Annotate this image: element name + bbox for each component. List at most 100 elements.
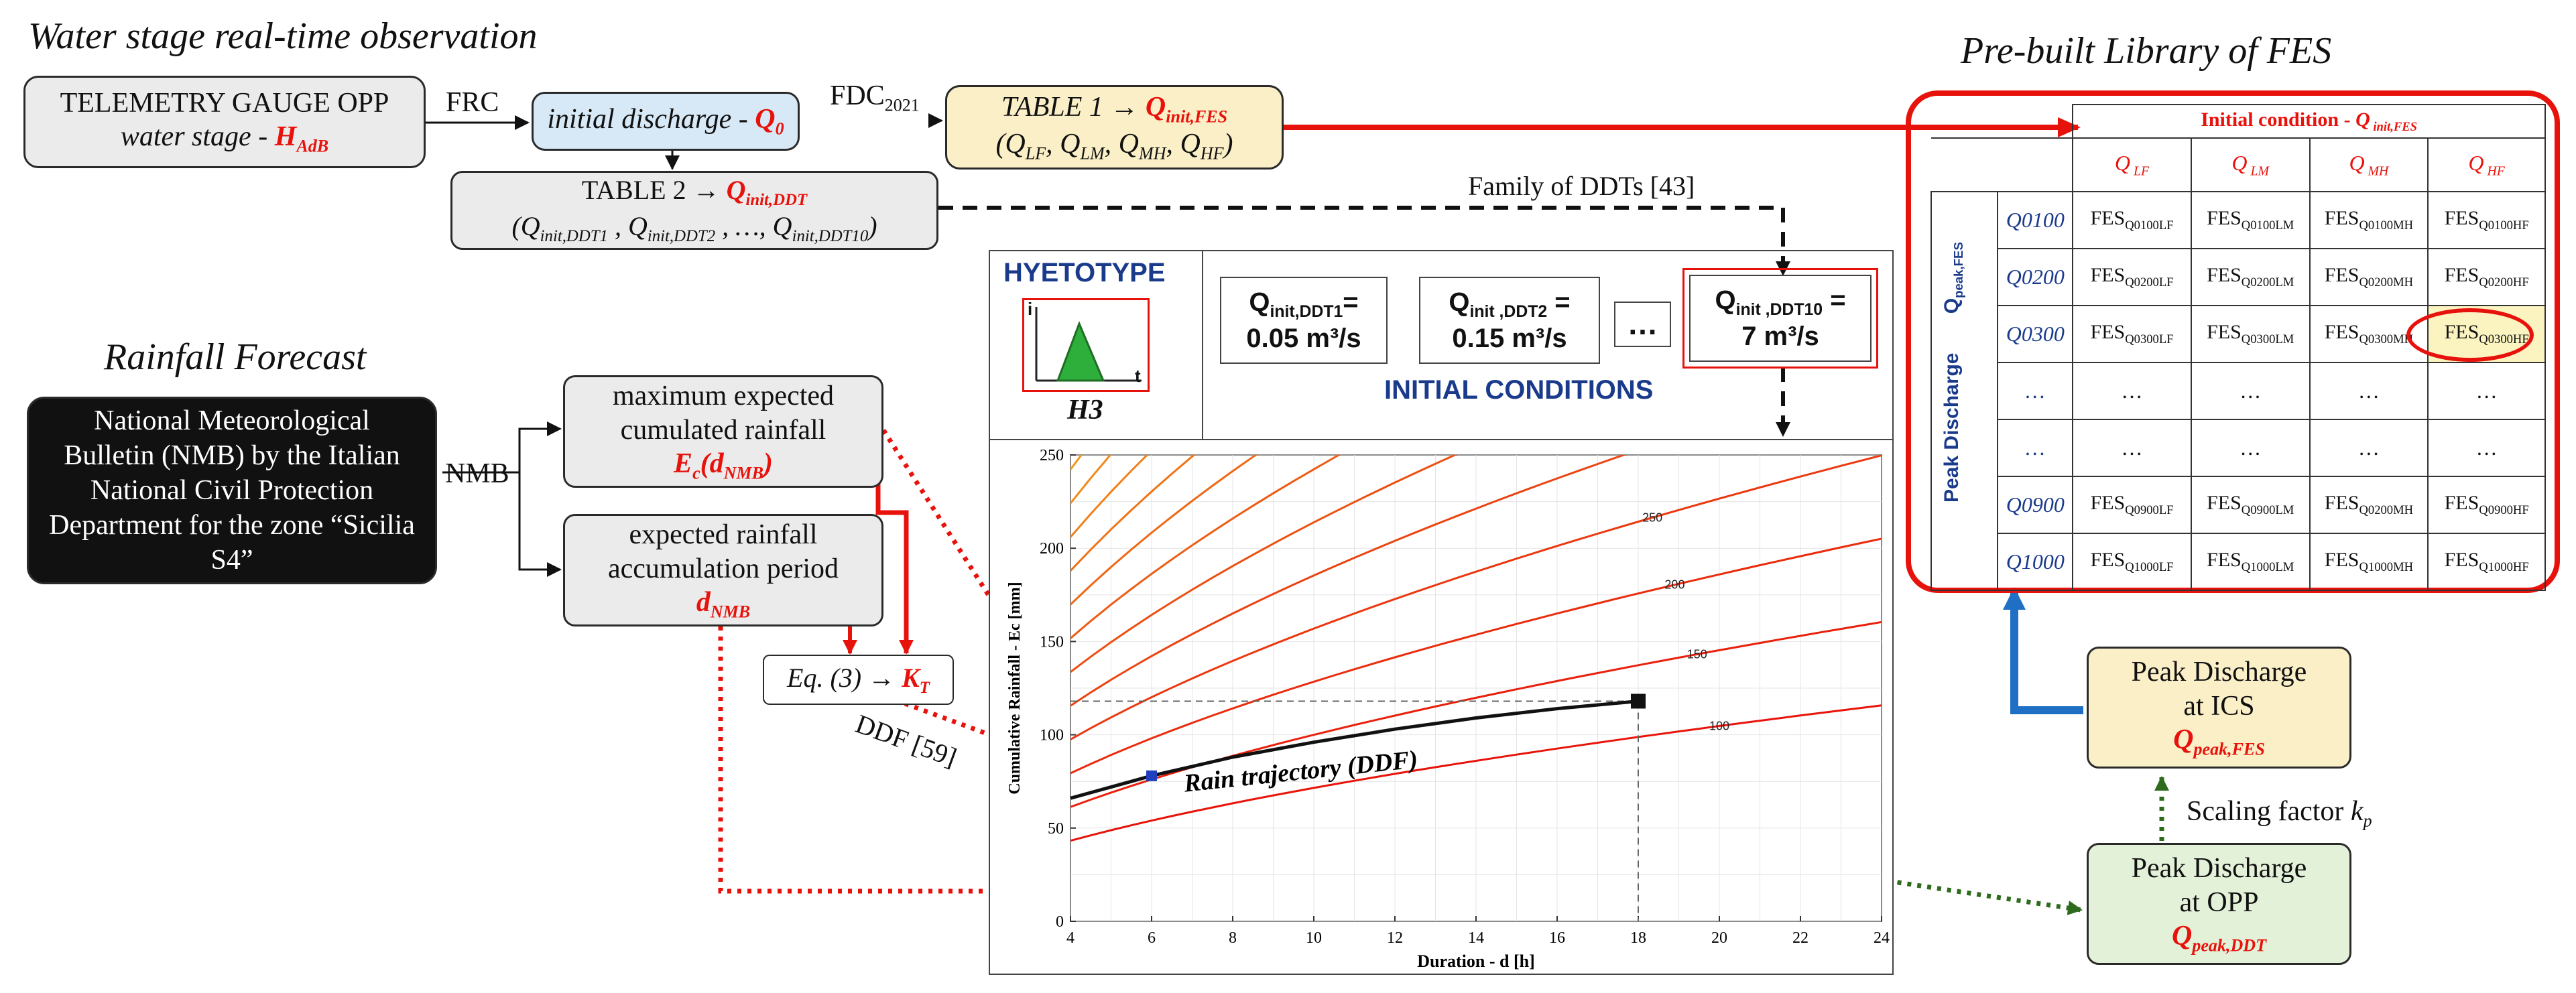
fes-cell-sub: Q1000LF: [2125, 560, 2174, 574]
fes-cell: FESQ1000MH: [2309, 533, 2429, 591]
fes-cell-prefix: FES: [2090, 264, 2126, 286]
fes-cell: FESQ0100MH: [2309, 191, 2429, 249]
fes-col-hf: Q HF: [2427, 137, 2546, 192]
contour-line: [1070, 455, 1258, 606]
fes-row-label: …: [1997, 419, 2074, 477]
hyetotype-name: H3: [1067, 395, 1103, 425]
dotted-rain-to-chart: [881, 429, 1051, 691]
fes-row-label: Q0200: [1997, 248, 2074, 306]
eq3-sub: T: [919, 679, 930, 697]
fes-row-label: Q0100: [1997, 191, 2074, 249]
fes-side-text: Peak Discharge: [1941, 347, 1963, 503]
fes-row: ……………: [1931, 419, 2546, 477]
fes-cell-prefix: FES: [2324, 549, 2359, 571]
fes-header-sub: init,FES: [2370, 119, 2418, 134]
start-point-marker: [1146, 770, 1157, 781]
ddt1-value: 0.05 m³/s: [1246, 323, 1361, 353]
x-tick-label: 24: [1874, 929, 1890, 947]
y-axis-label: Cumulative Rainfall - Ec [mm]: [1006, 582, 1024, 794]
fes-header-var: Q: [2355, 108, 2370, 131]
table2-line2: (Qinit,DDT1 , Qinit,DDT2 , …, Qinit,DDT1…: [511, 211, 877, 245]
fes-cell-prefix: FES: [2444, 207, 2479, 229]
fes-cell-ellipsis: …: [2309, 419, 2429, 477]
eq3-text: Eq. (3) → KT: [787, 662, 930, 698]
initial-condition-ddt2: Qinit ,DDT2 = 0.15 m³/s: [1419, 277, 1600, 364]
fes-cell-ellipsis: …: [2072, 419, 2192, 477]
hyetograph-icon: [1035, 307, 1142, 382]
hyetotype-axis-t: t: [1135, 366, 1141, 386]
contour-line: [1070, 455, 1882, 740]
fes-cell: FESQ1000LM: [2190, 533, 2311, 591]
contour-label: 150: [1687, 647, 1707, 661]
scaling-text: Scaling factor: [2187, 796, 2351, 827]
eq3-label: Eq. (3) →: [787, 663, 902, 693]
fdc-sub: 2021: [884, 95, 920, 115]
x-axis-label: Duration - d [h]: [1417, 951, 1535, 971]
fes-header-text: Initial condition -: [2201, 108, 2356, 131]
fes-cell-sub: Q0100LF: [2125, 218, 2174, 233]
table1-line2: (QLF, QLM, QMH, QHF): [995, 129, 1233, 163]
accum-var: dNMB: [696, 586, 750, 622]
fes-cell: FESQ0200LM: [2190, 248, 2311, 306]
heading-library: Pre-built Library of FES: [1961, 30, 2332, 72]
ddt1-eq: =: [1343, 287, 1359, 318]
fes-header: Initial condition - Q init,FES: [2072, 104, 2546, 139]
fes-cell: FESQ0900LF: [2072, 476, 2192, 534]
fes-cell-prefix: FES: [2444, 264, 2479, 286]
fes-col-lf: Q LF: [2072, 137, 2192, 192]
table1-q3: MH: [1139, 143, 1166, 163]
fes-cell-prefix: FES: [2324, 492, 2359, 514]
fes-cell-sub: Q0900LF: [2125, 503, 2174, 517]
table2-line1: TABLE 2 → Qinit,DDT: [582, 174, 807, 210]
fes-cell-ellipsis: …: [2190, 362, 2311, 420]
accum-line2: accumulation period: [607, 553, 839, 584]
max-rain-e: E: [674, 448, 693, 480]
fes-cell-prefix: FES: [2090, 492, 2126, 514]
peak-opp-q: Q: [2172, 921, 2193, 952]
fes-cell-prefix: FES: [2090, 207, 2126, 229]
telemetry-gauge-box: TELEMETRY GAUGE OPP water stage - HAdB: [23, 76, 426, 168]
peak-ics-box: Peak Discharge at ICS Qpeak,FES: [2087, 647, 2351, 769]
x-tick-label: 14: [1468, 929, 1484, 947]
peak-ics-line2: at ICS: [2183, 690, 2255, 722]
y-tick-label: 200: [1040, 540, 1064, 557]
accum-line1: expected rainfall: [629, 519, 818, 551]
rain-trajectory-line: [1070, 700, 1639, 800]
ddt2-sub: init ,DDT2: [1469, 303, 1548, 322]
fes-corner2: [1931, 137, 2074, 192]
fes-cell: FESQ0100LF: [2072, 191, 2192, 249]
fes-cell-sub: Q0900LM: [2241, 503, 2294, 517]
peak-ics-sub: peak,FES: [2193, 739, 2265, 759]
fes-cell-sub: Q0300LF: [2125, 332, 2174, 346]
table1-sub: init,FES: [1166, 107, 1228, 127]
fes-cell-ellipsis: …: [2427, 362, 2546, 420]
col-lm-sub: LM: [2247, 163, 2270, 179]
telemetry-var-h: H: [274, 121, 297, 152]
y-tick-label: 0: [1056, 913, 1064, 931]
ddt10-sub: init ,DDT10: [1735, 301, 1823, 320]
table1-line1: TABLE 1 → Qinit,FES: [1001, 90, 1227, 127]
fes-row-label: Q0300: [1997, 305, 2074, 363]
hyetotype-divider: [1202, 250, 1203, 471]
ddt2-label: Qinit ,DDT2 =: [1449, 286, 1570, 322]
fdc-text: FDC: [830, 80, 885, 111]
initial-condition-ddt10: Qinit ,DDT10 = 7 m³/s: [1689, 275, 1872, 362]
ddt1-q: Q: [1249, 287, 1270, 318]
fes-cell-ellipsis: …: [2427, 419, 2546, 477]
scaling-factor-label: Scaling factor kp: [2187, 797, 2372, 830]
fes-cell: FESQ0300LM: [2190, 305, 2311, 363]
arrow-family-ddt: [938, 206, 1790, 276]
fes-header-row: Initial condition - Q init,FES: [1931, 104, 2546, 139]
y-tick-label: 150: [1040, 633, 1064, 651]
peak-opp-line2: at OPP: [2179, 886, 2259, 918]
heading-water-stage: Water stage real-time observation: [28, 15, 538, 57]
fes-cell-sub: Q0200MH: [2359, 275, 2414, 289]
fes-table: Initial condition - Q init,FES Q LF Q LM…: [1930, 104, 2546, 591]
ddt2-value: 0.15 m³/s: [1452, 323, 1567, 353]
contour-line: [1070, 455, 1341, 639]
eq3-k: K: [902, 663, 920, 693]
